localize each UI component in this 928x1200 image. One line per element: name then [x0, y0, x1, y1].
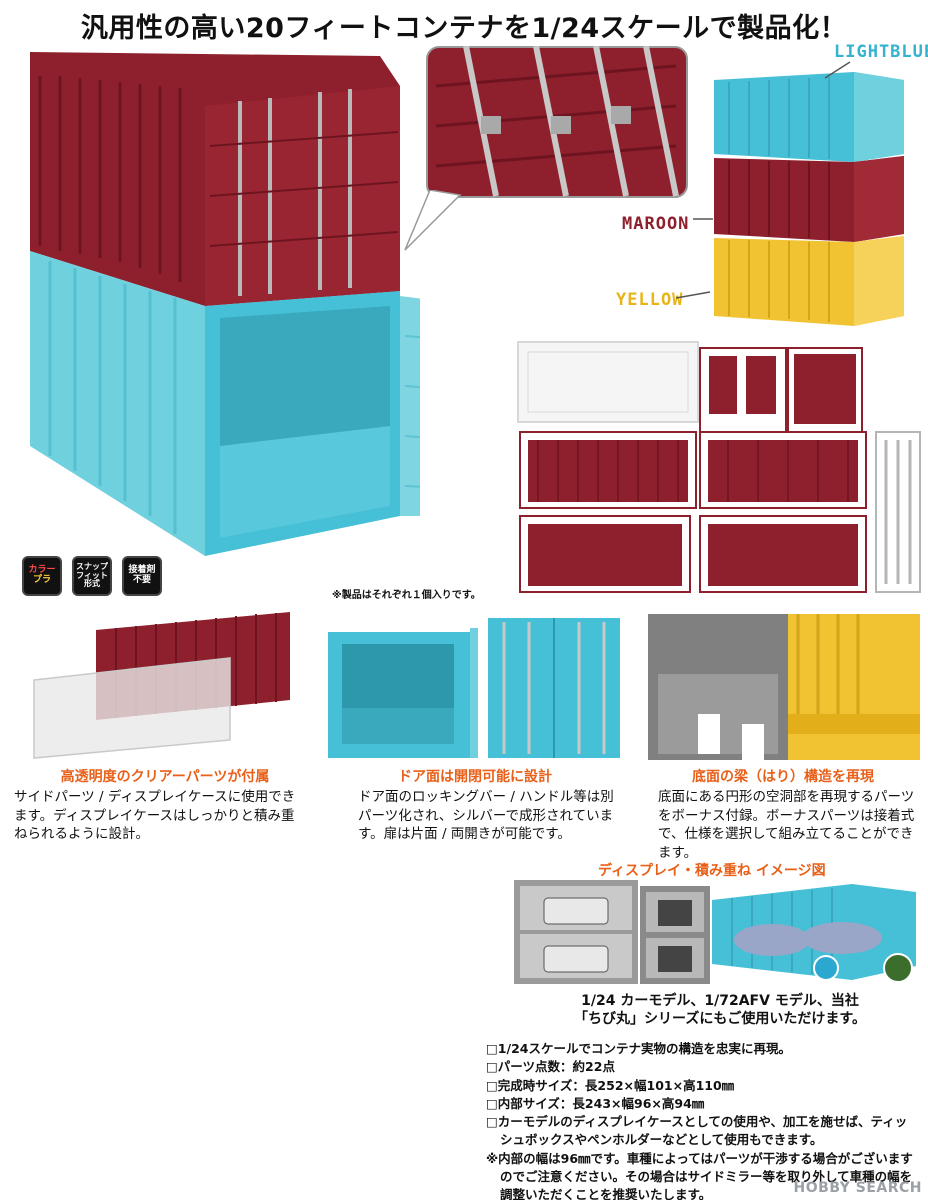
display-car-stack-image — [514, 880, 638, 984]
spec-item: ※内部の幅は96㎜です。車種によってはパーツが干渉する場合がございます — [486, 1150, 913, 1166]
feature-beam-heading: 底面の梁（はり）構造を再現 — [692, 769, 874, 785]
badge-no-glue-line2: 不要 — [132, 575, 151, 585]
bottom-beam-image — [648, 614, 920, 760]
spec-item: のでご注意ください。その場合はサイドミラー等を取り外して車種の幅を — [500, 1168, 913, 1184]
label-yellow: YELLOW — [616, 290, 684, 310]
hero-stacked-containers-image — [20, 46, 480, 566]
badge-snap-fit-line1: スナップ — [76, 561, 108, 571]
callout-pointer — [404, 190, 462, 251]
badge-color-plastic-line2: プラ — [32, 575, 51, 585]
label-maroon: MAROON — [622, 214, 690, 234]
spec-item: シュボックスやペンホルダーなどとして使用もできます。 — [500, 1132, 823, 1148]
display-heading: ディスプレイ・積み重ね イメージ図 — [598, 863, 826, 879]
display-car-front-image — [640, 886, 710, 984]
spec-item: 調整いただくことを推奨いたします。 — [500, 1187, 712, 1200]
spec-item: □内部サイズ：長243×幅96×高94㎜ — [486, 1095, 705, 1111]
color-variants-image — [704, 70, 914, 340]
feature-beam-body: 底面にある円形の空洞部を再現するパーツをボーナス付録。ボーナスパーツは接着式で、… — [658, 789, 915, 861]
contents-note: ※製品はそれぞれ１個入りです。 — [332, 590, 481, 601]
spec-list: □1/24スケールでコンテナ実物の構造を忠実に再現。 □パーツ点数：約22点 □… — [486, 1040, 926, 1200]
badge-color-plastic-line1: カラー — [28, 565, 56, 576]
display-caption-line1: 1/24 カーモデル、1/72AFV モデル、当社 — [581, 993, 859, 1009]
door-lock-detail-image — [426, 45, 688, 198]
page-title: 汎用性の高い20フィートコンテナを1/24スケールで製品化！ — [80, 13, 848, 44]
label-lightblue: LIGHTBLUE — [834, 42, 928, 62]
label-yellow-pointer — [676, 291, 711, 299]
label-lightblue-pointer — [824, 61, 851, 79]
badge-snap-fit: スナップフィット形式 — [72, 556, 112, 596]
spec-item: □カーモデルのディスプレイケースとしての使用や、加工を施せば、ティッ — [486, 1114, 908, 1129]
spec-item: □1/24スケールでコンテナ実物の構造を忠実に再現。 — [486, 1041, 791, 1056]
feature-clear-parts-heading: 高透明度のクリアーパーツが付属 — [60, 769, 270, 785]
badge-color-plastic: カラープラ — [22, 556, 62, 596]
door-open-image — [324, 618, 622, 760]
feature-door-body: ドア面のロッキングバー / ハンドル等は別パーツ化され、シルバーで成形されていま… — [358, 789, 614, 843]
badge-no-glue: 接着剤不要 — [122, 556, 162, 596]
badge-snap-fit-line2: フィット — [76, 570, 108, 580]
feature-clear-parts-body: サイドパーツ / ディスプレイケースに使用できます。ディスプレイケースはしっかり… — [14, 789, 296, 843]
display-tank-container-image — [712, 880, 916, 984]
spec-item: □パーツ点数：約22点 — [486, 1059, 615, 1075]
parts-sprues-image — [514, 340, 926, 596]
label-maroon-pointer — [693, 218, 713, 220]
spec-item: □完成時サイズ：長252×幅101×高110㎜ — [486, 1077, 735, 1093]
badge-snap-fit-line3: 形式 — [84, 579, 100, 589]
display-caption-line2: 「ちび丸」シリーズにもご使用いただけます。 — [574, 1011, 866, 1027]
watermark: HOBBY SEARCH — [793, 1180, 922, 1196]
clear-parts-image — [30, 610, 300, 760]
badge-no-glue-line1: 接着剤 — [128, 565, 156, 576]
feature-door-heading: ドア面は開閉可能に設計 — [398, 769, 552, 785]
